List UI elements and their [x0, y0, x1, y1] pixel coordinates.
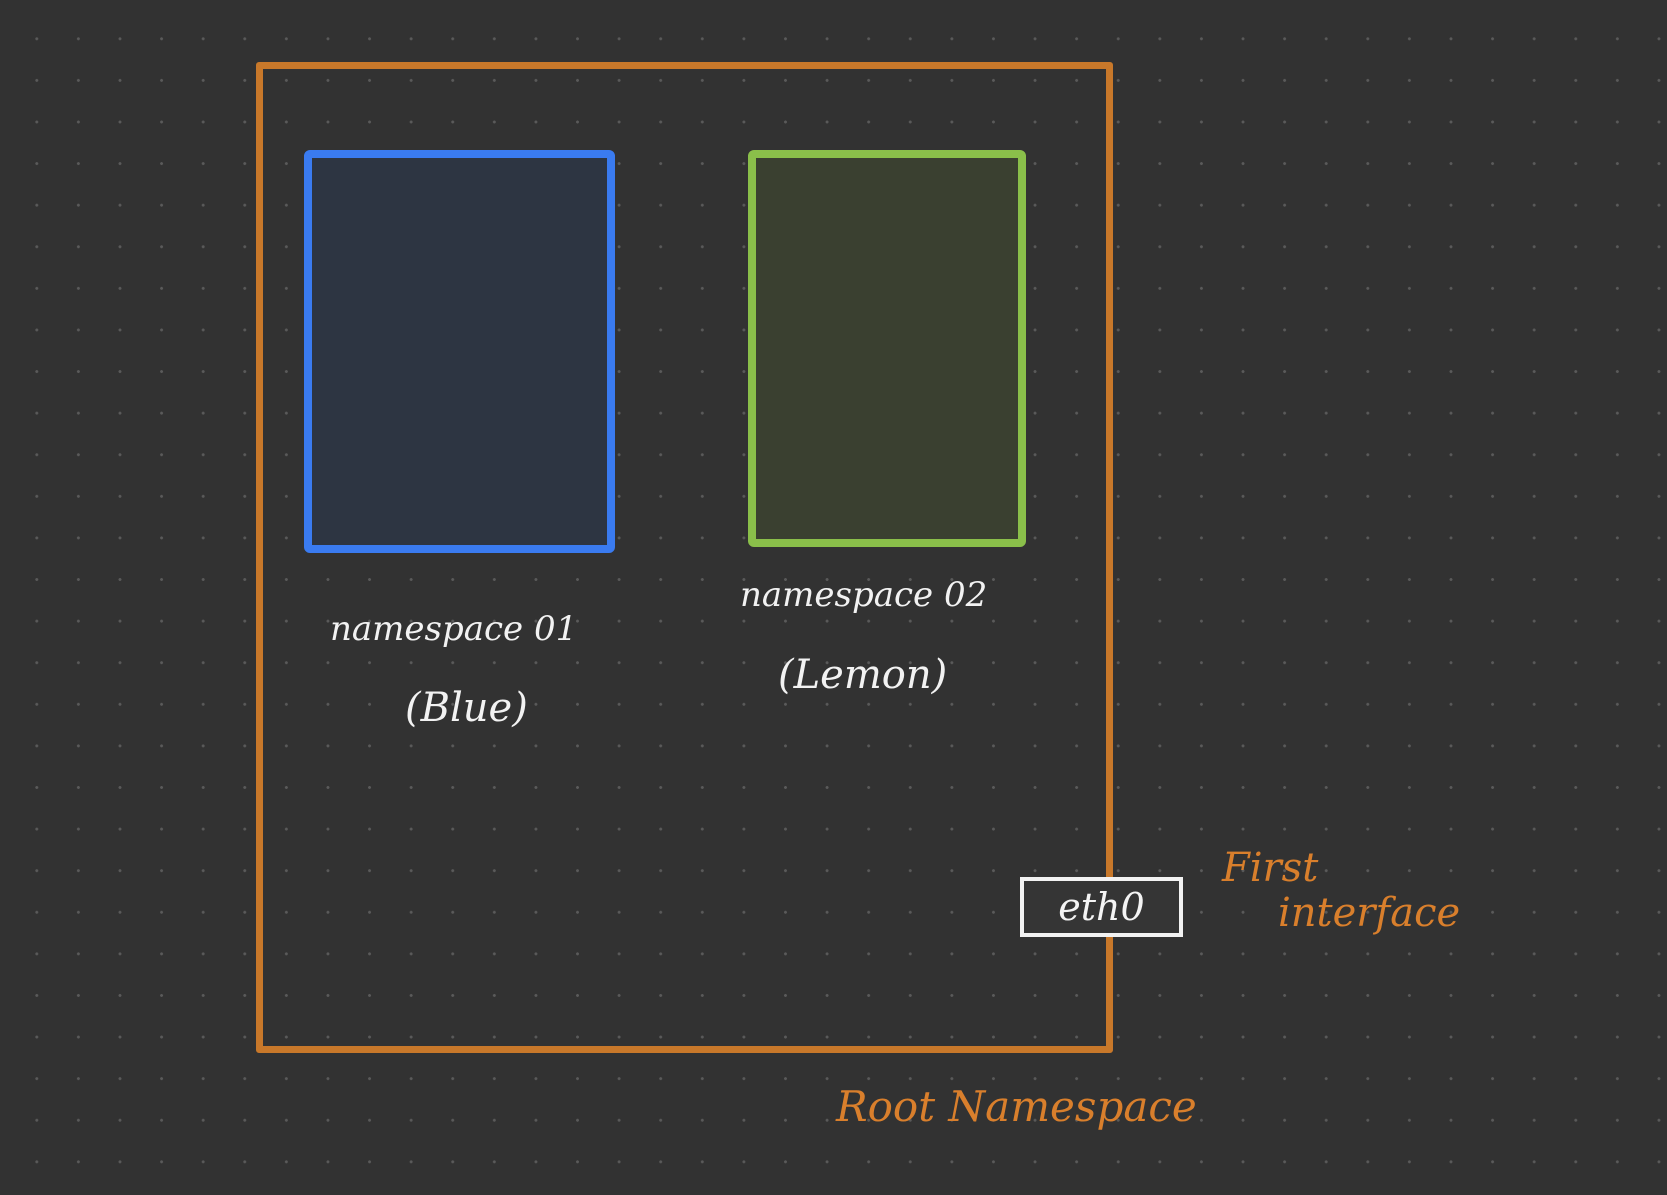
namespace-01-color-label: (Blue) — [405, 685, 528, 731]
eth0-interface-label: eth0 — [1058, 885, 1145, 929]
interface-annotation-line1: First — [1222, 845, 1319, 891]
root-namespace-box — [256, 62, 1113, 1053]
root-namespace-label: Root Namespace — [836, 1082, 1197, 1131]
namespace-02-box — [748, 150, 1026, 547]
namespace-01-box — [304, 150, 615, 553]
namespace-02-color-label: (Lemon) — [778, 652, 948, 698]
eth0-interface-box: eth0 — [1020, 877, 1183, 937]
namespace-01-label: namespace 01 — [330, 609, 578, 649]
namespace-02-label: namespace 02 — [740, 575, 988, 615]
interface-annotation-line2: interface — [1278, 890, 1461, 936]
